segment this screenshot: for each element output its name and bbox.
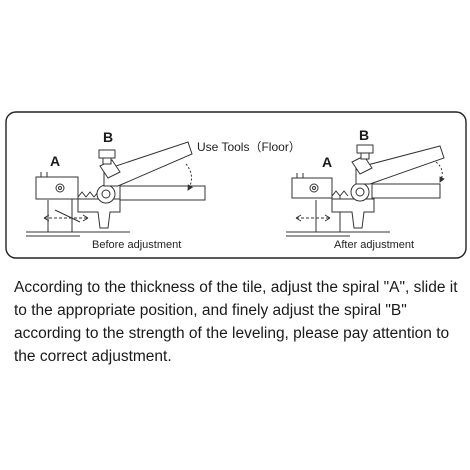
adjust-range-arrow xyxy=(43,214,89,222)
diagram-panel: B A Use Tools（Floor） B A Before adjustme… xyxy=(5,111,467,259)
after-adjustment-caption: After adjustment xyxy=(334,239,415,251)
tool-after-illustration xyxy=(286,144,445,237)
spiral-a-label-after: A xyxy=(322,154,333,170)
instruction-paragraph: According to the thickness of the tile, … xyxy=(14,279,458,365)
handle-swing-arrow-after xyxy=(435,161,445,183)
diagram-frame xyxy=(5,111,467,259)
diagram-title: Use Tools（Floor） xyxy=(197,140,301,154)
tool-before-illustration xyxy=(26,141,206,237)
adjust-range-arrow-after xyxy=(295,214,331,222)
handle-swing-arrow xyxy=(185,163,194,191)
spiral-b-label-after: B xyxy=(359,127,370,143)
spiral-b-label-before: B xyxy=(103,129,114,145)
spiral-a-label-before: A xyxy=(50,153,61,169)
before-adjustment-caption: Before adjustment xyxy=(92,239,182,251)
